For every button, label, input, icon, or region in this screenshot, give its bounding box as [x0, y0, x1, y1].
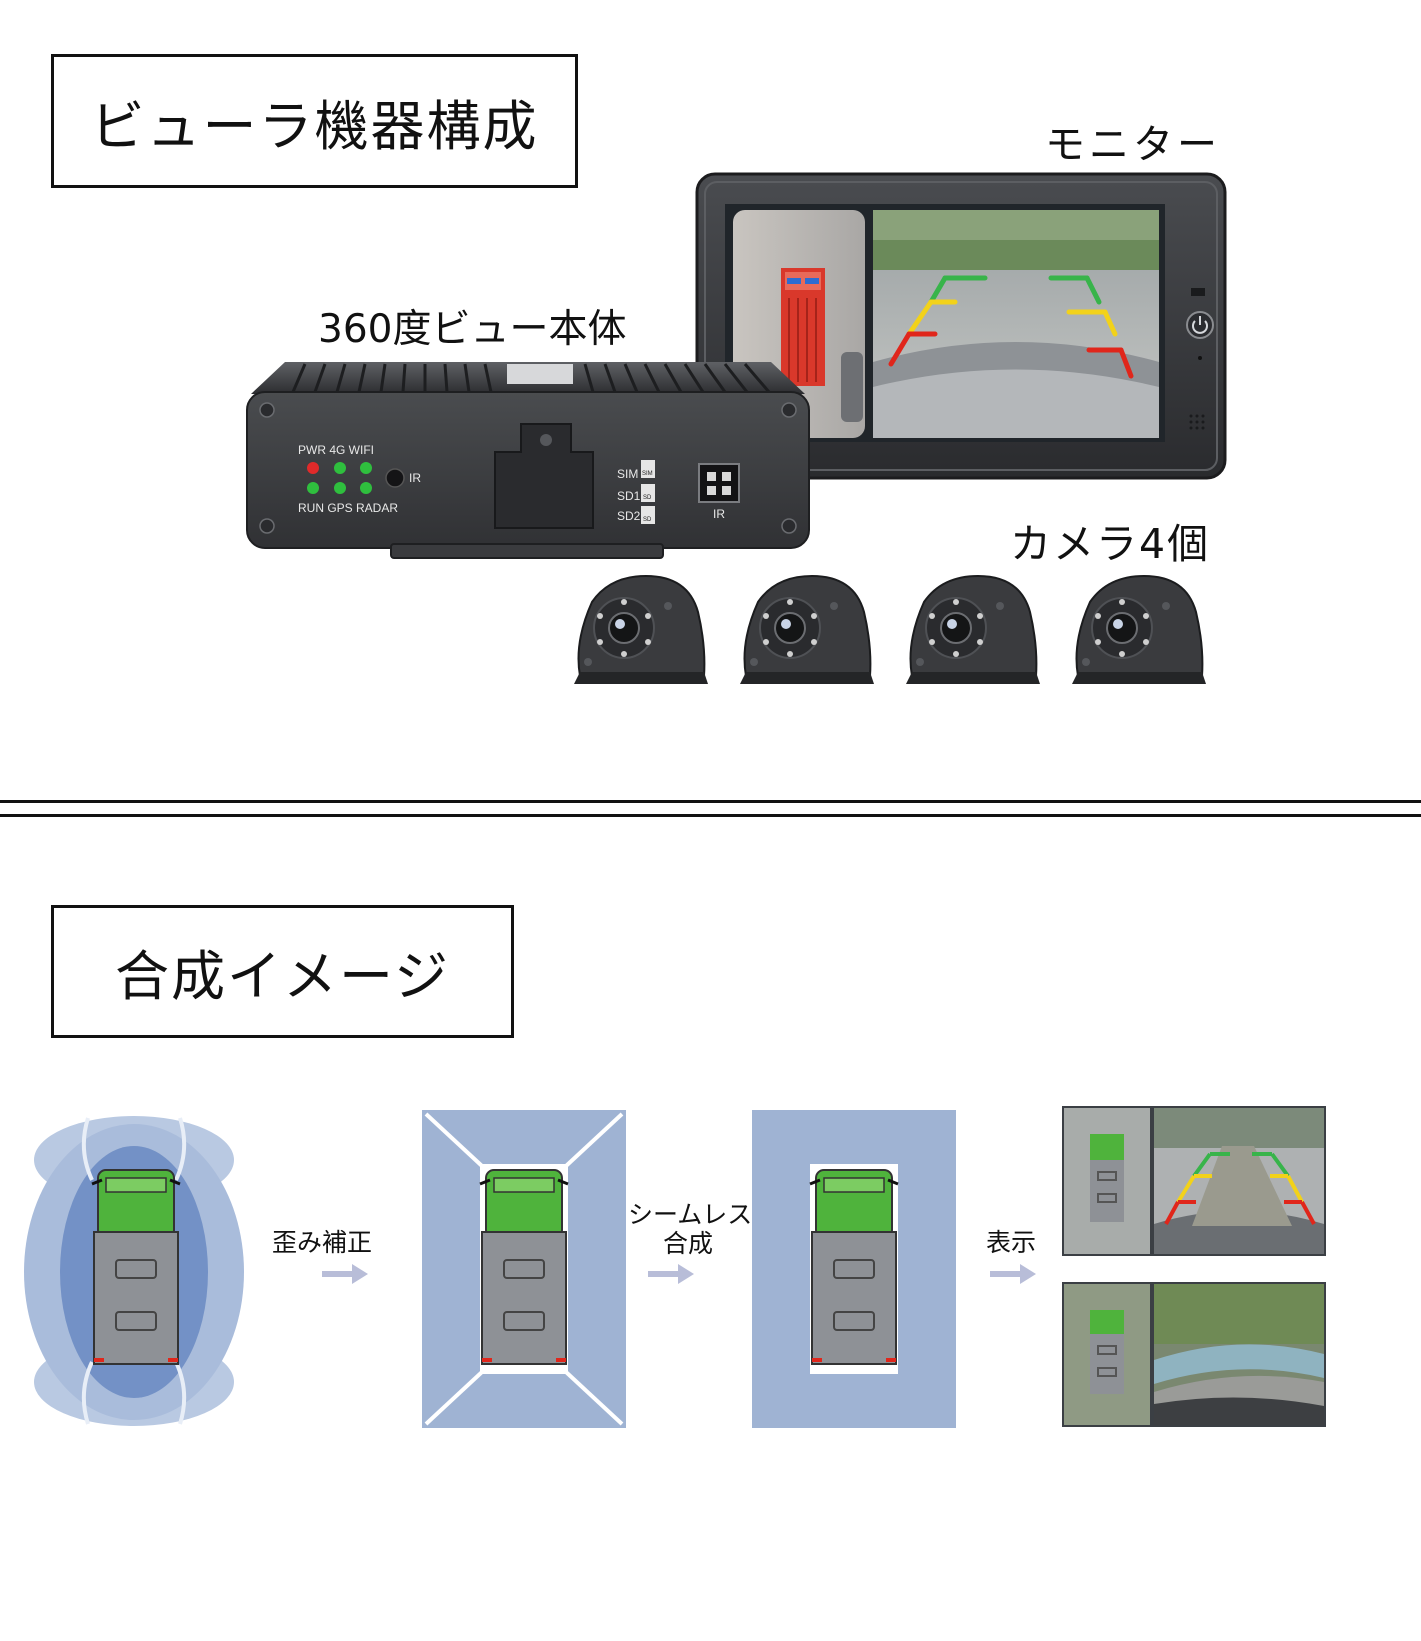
monitor-label: モニター — [1045, 122, 1221, 168]
fisheye-view-diagram — [24, 1116, 244, 1426]
ir-sensor-icon — [385, 468, 405, 488]
unit-image: PWR 4G WIFI RUN GPS RADAR IR SIM SIM SD1… — [246, 362, 810, 559]
sim-label: SIM — [617, 467, 638, 481]
sd2-card-icon-text: SD — [643, 517, 652, 523]
cameras-image — [574, 574, 1206, 684]
corrected-view-diagram — [422, 1110, 626, 1428]
radar-led-icon — [360, 482, 372, 494]
sd1-card-icon — [641, 484, 655, 502]
display-result-side-image — [1062, 1282, 1326, 1427]
camera-icon — [906, 574, 1040, 684]
section2-title-box: 合成イメージ — [51, 905, 514, 1038]
sd2-label: SD2 — [617, 509, 641, 523]
seamless-view-diagram — [752, 1110, 956, 1428]
sim-card-icon — [641, 460, 655, 478]
ir-label: IR — [409, 471, 421, 485]
section1-title: ビューラ機器構成 — [90, 94, 539, 158]
truck-icon — [479, 1169, 569, 1365]
4g-led-icon — [334, 462, 346, 474]
camera-label: カメラ4個 — [1010, 520, 1211, 568]
pwr-led-icon — [307, 462, 319, 474]
led-top-labels: PWR 4G WIFI — [298, 443, 374, 457]
ir-port-icon — [698, 463, 740, 503]
truck-icon — [91, 1169, 181, 1365]
led-bottom-labels: RUN GPS RADAR — [298, 501, 398, 515]
section2-title: 合成イメージ — [115, 945, 450, 1008]
camera-row — [570, 572, 1210, 692]
camera-icon — [1072, 574, 1206, 684]
arrow-right-icon — [990, 1264, 1036, 1284]
gps-led-icon — [334, 482, 346, 494]
camera-icon — [740, 574, 874, 684]
step3-caption: 表示 — [986, 1228, 1037, 1257]
step2-caption-line2: 合成 — [662, 1229, 713, 1258]
arrow-right-icon — [322, 1264, 368, 1284]
sim-card-icon-text: SIM — [642, 471, 653, 477]
sd1-label: SD1 — [617, 489, 641, 503]
step1-caption: 歪み補正 — [272, 1228, 373, 1257]
sd2-card-icon — [641, 506, 655, 524]
divider-bottom — [0, 814, 1421, 817]
camera-icon — [574, 574, 708, 684]
divider-top — [0, 800, 1421, 803]
step2-caption-line1: シームレス — [628, 1200, 753, 1229]
step2-caption: シームレス 合成 — [628, 1200, 753, 1258]
wifi-led-icon — [360, 462, 372, 474]
truck-icon — [809, 1169, 899, 1365]
arrow-right-icon — [648, 1264, 694, 1284]
sd1-card-icon-text: SD — [643, 495, 652, 501]
ir-port-label: IR — [713, 507, 725, 521]
section1-title-box: ビューラ機器構成 — [51, 54, 578, 188]
display-result-rear-image — [1062, 1106, 1326, 1256]
run-led-icon — [307, 482, 319, 494]
unit-label: 360度ビュー本体 — [318, 307, 627, 352]
